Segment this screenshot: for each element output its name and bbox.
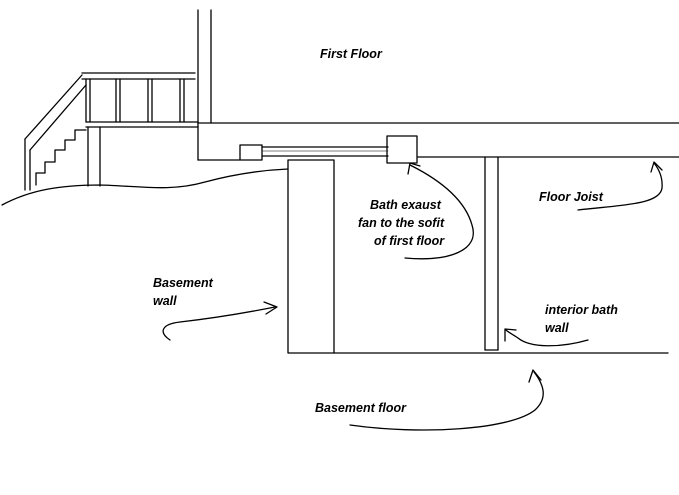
basement-wall-arrowhead (263, 301, 278, 315)
interior-bath-wall-label: interior bath wall (545, 303, 618, 335)
interior-wall-arrowhead (504, 328, 517, 342)
basement-wall-arrow (162, 306, 276, 341)
interior-bath-wall (484, 156, 499, 351)
first-floor-wall (197, 9, 212, 124)
bath-fan-arrow (404, 164, 474, 260)
interior-wall-arrow (505, 329, 589, 347)
first-floor-label: First Floor (320, 47, 382, 61)
basement-floor-arrowhead (528, 369, 542, 383)
basement-wall (287, 159, 335, 354)
stairs (24, 74, 87, 191)
floor-joist-arrowhead (650, 161, 663, 173)
basement-floor-arrow (349, 371, 544, 431)
bath-fan-arrowhead (407, 162, 421, 175)
ground-line (1, 168, 289, 206)
bath-exhaust-duct (239, 135, 418, 164)
deck-railing (81, 72, 199, 187)
basement-wall-label: Basement wall (153, 276, 213, 308)
floor-joist-label: Floor Joist (539, 190, 603, 204)
floor-joist-arrow (577, 162, 663, 211)
bath-fan-label: Bath exaust fan to the sofit of first fl… (358, 198, 445, 248)
floor-joist (197, 122, 679, 161)
basement-floor-label: Basement floor (315, 401, 406, 415)
